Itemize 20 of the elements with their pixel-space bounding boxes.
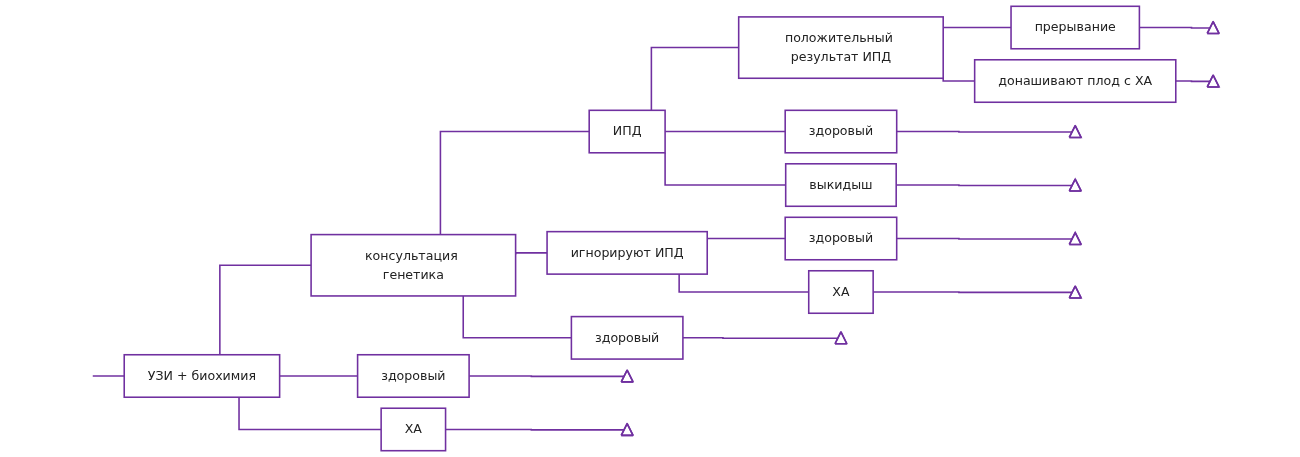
connector (682, 337, 840, 339)
connector (219, 264, 312, 356)
connector (1175, 80, 1212, 83)
node-box: ХА (380, 407, 447, 452)
connector (91, 375, 125, 377)
node-box: здоровый (784, 216, 898, 261)
node-box: здоровый (784, 109, 898, 154)
node-box: УЗИ + биохимия (123, 353, 281, 398)
node-box: ИПД (588, 109, 666, 154)
node-box: консультация генетика (310, 233, 517, 297)
node-box: здоровый (356, 353, 470, 398)
node-box: игнорируют ИПД (546, 230, 708, 275)
node-box: ХА (807, 270, 874, 315)
connector (238, 396, 382, 431)
node-box: положительный результат ИПД (737, 16, 944, 80)
node-box: здоровый (570, 315, 684, 360)
node-box: донашивают плод с ХА (973, 59, 1177, 104)
node-box: прерывание (1010, 5, 1141, 50)
node-box: выкидыш (784, 163, 897, 208)
connector (439, 130, 590, 236)
